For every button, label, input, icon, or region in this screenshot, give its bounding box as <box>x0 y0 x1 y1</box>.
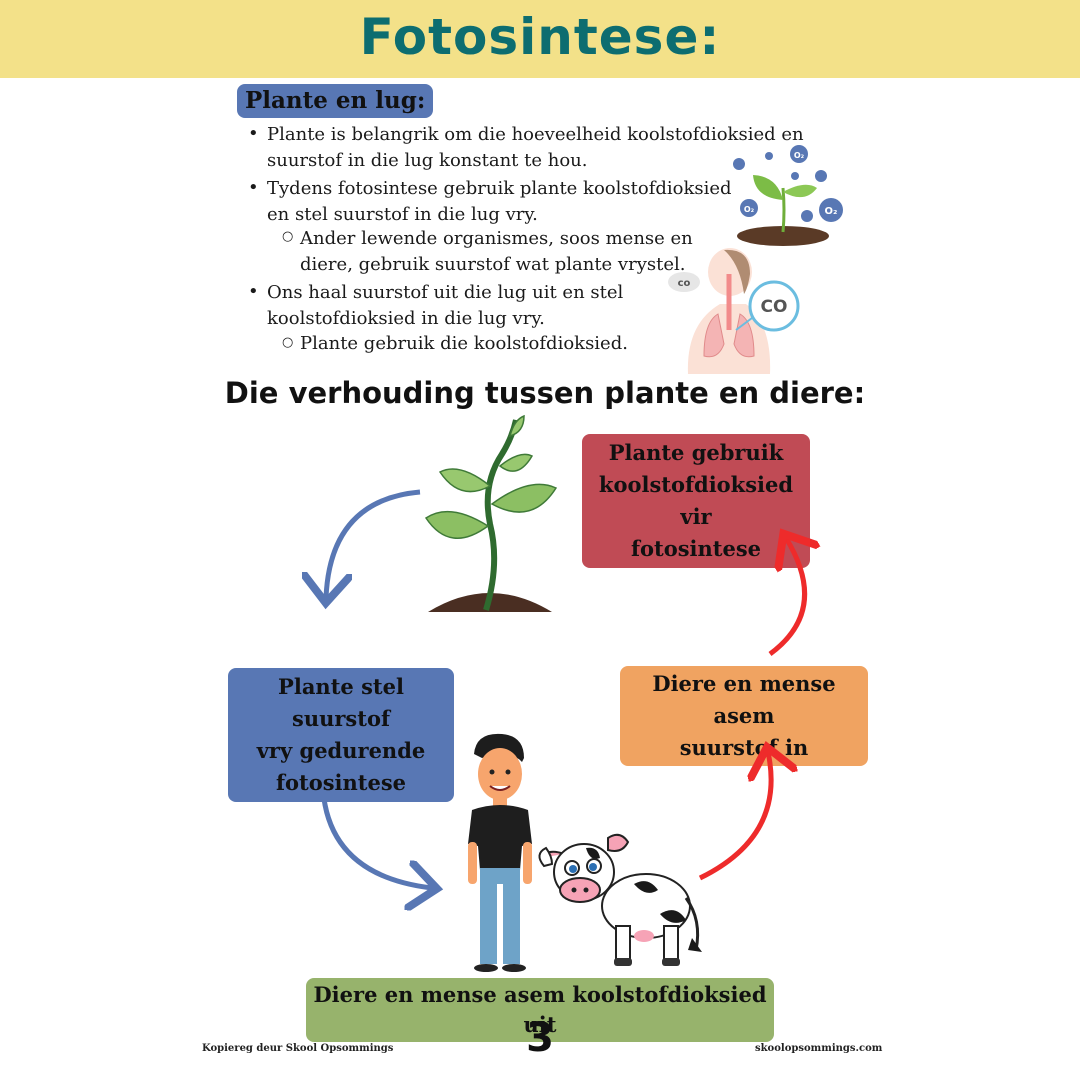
plants-release-oxygen-box: Plante stel suurstof vry gedurende fotos… <box>228 668 454 802</box>
box-line: Diere en mense asem koolstofdioksied uit <box>313 982 767 1037</box>
co-big-label: CO <box>761 297 788 317</box>
arrow-plant-to-oxygen <box>326 489 421 598</box>
bullet-line: koolstofdioksied in die lug vry. <box>267 308 545 329</box>
seedling-oxygen-illustration: O₂ O₂ O₂ <box>733 145 843 246</box>
o2-label: O₂ <box>744 205 755 214</box>
bullet-line: suurstof in die lug konstant te hou. <box>267 150 588 171</box>
bullet-item-4: Ons haal suurstof uit die lug uit en ste… <box>267 280 623 332</box>
relationship-title: Die verhouding tussen plante en diere: <box>224 376 866 410</box>
breathe-out-co2-box: Diere en mense asem koolstofdioksied uit <box>306 978 774 1042</box>
page-title: Fotosintese: <box>359 8 721 66</box>
o2-label: O₂ <box>825 206 838 217</box>
bullet-marker: • <box>248 123 259 144</box>
plants-use-co2-box: Plante gebruik koolstofdioksied vir foto… <box>582 434 810 568</box>
bullet-marker: • <box>248 281 259 302</box>
box-line: vry gedurende <box>256 738 426 763</box>
cow-icon <box>538 833 702 966</box>
arrow-oxygen-to-animals <box>320 789 432 888</box>
bullet-line: diere, gebruik suurstof wat plante vryst… <box>300 254 686 275</box>
box-line: Plante gebruik <box>608 440 784 465</box>
header-bar <box>0 0 1080 78</box>
breathing-lungs-illustration: co CO <box>668 248 800 374</box>
bullet-line: Plante gebruik die koolstofdioksied. <box>300 333 628 354</box>
plant-icon <box>424 414 558 612</box>
bullet-line: Tydens fotosintese gebruik plante koolst… <box>267 178 732 199</box>
sub-bullet-marker: ○ <box>282 229 294 244</box>
box-line: Diere en mense asem <box>652 671 836 728</box>
section-heading: Plante en lug: <box>237 84 434 119</box>
bullet-item-2: Tydens fotosintese gebruik plante koolst… <box>267 176 732 228</box>
box-line: Plante stel suurstof <box>278 674 404 731</box>
box-line: fotosintese <box>630 536 762 561</box>
bullet-line: Plante is belangrik om die hoeveelheid k… <box>267 124 804 145</box>
o2-label: O₂ <box>794 151 805 160</box>
bullet-item-3: Ander lewende organismes, soos mense en … <box>300 226 693 278</box>
arrow-breathing-to-plants <box>768 538 805 657</box>
bullet-line: en stel suurstof in die lug vry. <box>267 204 538 225</box>
box-line: koolstofdioksied vir <box>598 472 794 529</box>
bullet-line: Ons haal suurstof uit die lug uit en ste… <box>267 282 624 303</box>
co-small-label: co <box>678 278 691 289</box>
copyright-text: Kopiereg deur Skool Opsommings <box>202 1043 394 1054</box>
bullet-item-1: Plante is belangrik om die hoeveelheid k… <box>267 122 804 174</box>
website-link[interactable]: skoolopsommings.com <box>755 1043 883 1054</box>
box-line: fotosintese <box>275 770 407 795</box>
boy-icon <box>468 733 532 972</box>
sub-bullet-marker: ○ <box>282 335 294 350</box>
page-number: 3 <box>526 1015 554 1061</box>
arrow-animals-to-breathing <box>698 752 771 881</box>
bullet-line: Ander lewende organismes, soos mense en <box>300 228 693 249</box>
bullet-marker: • <box>248 177 259 198</box>
bullet-item-5: Plante gebruik die koolstofdioksied. <box>300 331 628 357</box>
